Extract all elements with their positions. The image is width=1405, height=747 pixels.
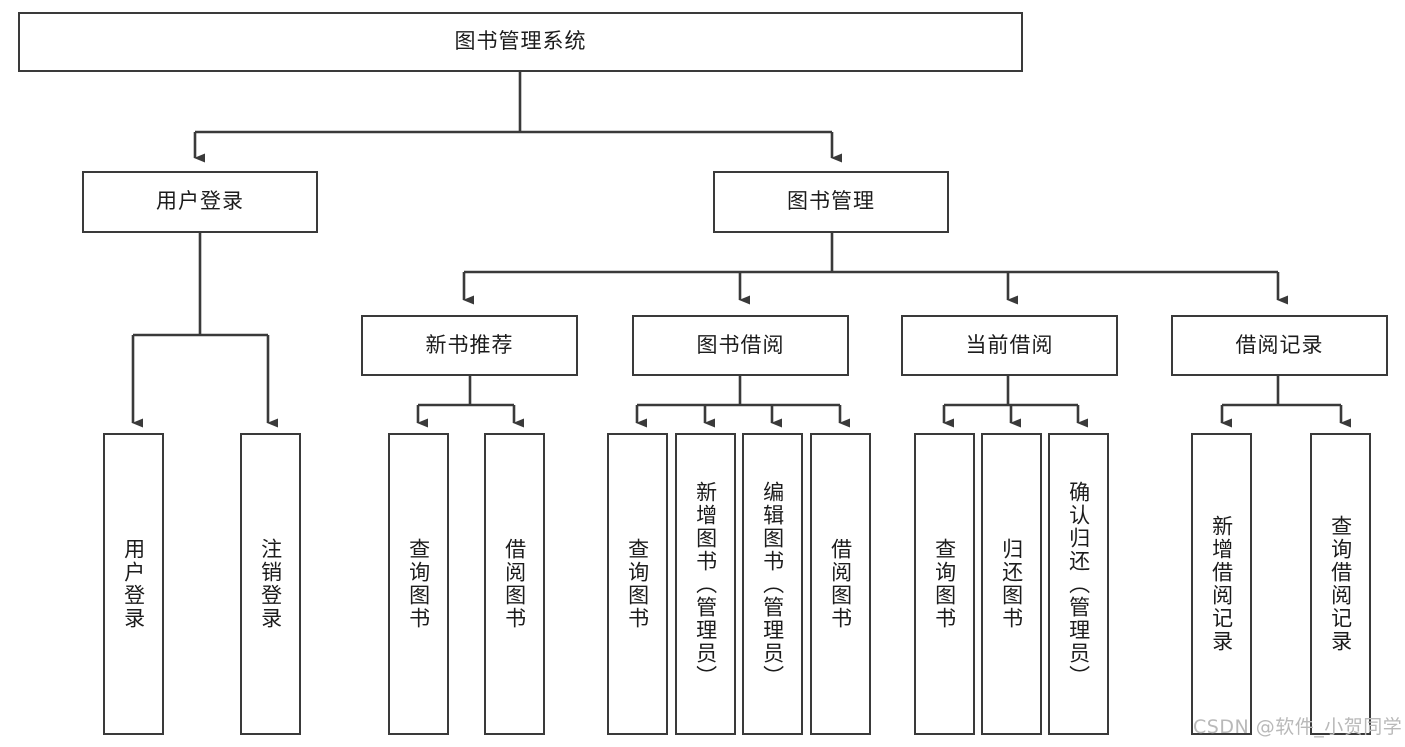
node-leaf-query-book-1[interactable]: 查询图书	[388, 433, 449, 735]
node-leaf-query-book-3[interactable]: 查询图书	[914, 433, 975, 735]
node-leaf-confirm-return-label: 确认归还（管理员）	[1066, 480, 1091, 688]
node-leaf-query-book-2-label: 查询图书	[625, 538, 650, 630]
node-user-login-label: 用户登录	[156, 189, 244, 214]
node-leaf-user-login[interactable]: 用户登录	[103, 433, 164, 735]
node-leaf-query-book-3-label: 查询图书	[932, 538, 957, 630]
node-leaf-query-record-label: 查询借阅记录	[1328, 515, 1353, 653]
node-leaf-edit-book[interactable]: 编辑图书（管理员）	[742, 433, 803, 735]
node-root[interactable]: 图书管理系统	[18, 12, 1023, 72]
node-leaf-edit-book-label: 编辑图书（管理员）	[760, 480, 785, 688]
node-leaf-return-book-label: 归还图书	[999, 538, 1024, 630]
node-leaf-query-record[interactable]: 查询借阅记录	[1310, 433, 1371, 735]
node-current-borrow[interactable]: 当前借阅	[901, 315, 1118, 376]
node-borrow-record-label: 借阅记录	[1235, 332, 1324, 357]
node-leaf-borrow-book-2-label: 借阅图书	[828, 538, 853, 630]
node-leaf-add-record[interactable]: 新增借阅记录	[1191, 433, 1252, 735]
node-borrow-record[interactable]: 借阅记录	[1171, 315, 1388, 376]
node-new-book-rec[interactable]: 新书推荐	[361, 315, 578, 376]
node-leaf-query-book-2[interactable]: 查询图书	[607, 433, 668, 735]
node-leaf-borrow-book-1[interactable]: 借阅图书	[484, 433, 545, 735]
csdn-watermark: CSDN @软件_小贺同学	[1193, 716, 1403, 738]
node-leaf-borrow-book-2[interactable]: 借阅图书	[810, 433, 871, 735]
node-new-book-rec-label: 新书推荐	[425, 332, 514, 357]
node-user-login[interactable]: 用户登录	[82, 171, 318, 233]
node-leaf-logout-label: 注销登录	[258, 538, 283, 630]
node-leaf-user-login-label: 用户登录	[121, 538, 146, 630]
node-leaf-query-book-1-label: 查询图书	[406, 538, 431, 630]
node-current-borrow-label: 当前借阅	[965, 332, 1054, 357]
node-leaf-add-record-label: 新增借阅记录	[1209, 515, 1234, 653]
node-book-manage[interactable]: 图书管理	[713, 171, 949, 233]
node-root-label: 图书管理系统	[454, 29, 587, 54]
node-book-borrow[interactable]: 图书借阅	[632, 315, 849, 376]
node-leaf-borrow-book-1-label: 借阅图书	[502, 538, 527, 630]
node-leaf-confirm-return[interactable]: 确认归还（管理员）	[1048, 433, 1109, 735]
node-leaf-add-book[interactable]: 新增图书（管理员）	[675, 433, 736, 735]
node-leaf-logout[interactable]: 注销登录	[240, 433, 301, 735]
node-leaf-return-book[interactable]: 归还图书	[981, 433, 1042, 735]
node-book-manage-label: 图书管理	[787, 189, 875, 214]
node-book-borrow-label: 图书借阅	[696, 332, 785, 357]
node-leaf-add-book-label: 新增图书（管理员）	[693, 480, 718, 688]
